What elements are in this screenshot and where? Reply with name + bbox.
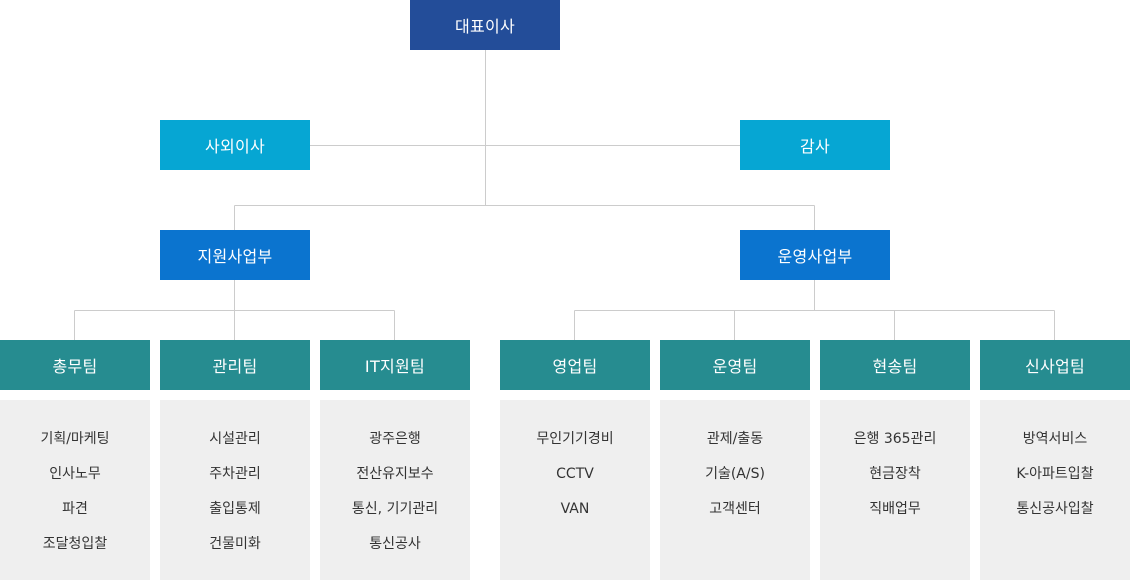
duty-item: 인사노무: [49, 466, 101, 482]
auditor-label: 감사: [799, 137, 831, 156]
duty-item: 현금장착: [869, 466, 921, 482]
duty-panel-sales: 무인기기경비 CCTV VAN: [500, 400, 650, 580]
team-box-sales: 영업팀: [500, 340, 650, 390]
team-label: 신사업팀: [1024, 357, 1086, 376]
duty-panel-new-business: 방역서비스 K-아파트입찰 통신공사입찰: [980, 400, 1130, 580]
duty-item: 시설관리: [209, 431, 261, 447]
duty-item: 통신, 기기관리: [351, 501, 439, 517]
team-label: 운영팀: [712, 357, 758, 376]
team-box-transport: 현송팀: [820, 340, 970, 390]
duty-item: 파견: [62, 501, 88, 517]
outside-director-label: 사외이사: [204, 137, 266, 156]
duty-item: 전산유지보수: [356, 466, 434, 482]
support-division-box: 지원사업부: [160, 230, 310, 280]
team-box-management: 관리팀: [160, 340, 310, 390]
ceo-label: 대표이사: [454, 17, 516, 36]
duty-item: VAN: [560, 501, 590, 517]
team-label: 현송팀: [872, 357, 918, 376]
team-box-operation: 운영팀: [660, 340, 810, 390]
team-box-new-business: 신사업팀: [980, 340, 1130, 390]
team-box-general-affairs: 총무팀: [0, 340, 150, 390]
duty-panel-management: 시설관리 주차관리 출입통제 건물미화: [160, 400, 310, 580]
duty-item: 방역서비스: [1022, 431, 1088, 447]
auditor-box: 감사: [740, 120, 890, 170]
support-division-label: 지원사업부: [197, 247, 273, 266]
duty-panel-it-support: 광주은행 전산유지보수 통신, 기기관리 통신공사: [320, 400, 470, 580]
duty-panel-general-affairs: 기획/마케팅 인사노무 파견 조달청입찰: [0, 400, 150, 580]
duty-panel-operation: 관제/출동 기술(A/S) 고객센터: [660, 400, 810, 580]
team-label: IT지원팀: [364, 357, 426, 376]
operation-division-label: 운영사업부: [777, 247, 853, 266]
duty-item: 주차관리: [209, 466, 261, 482]
duty-item: 출입통제: [209, 501, 261, 517]
duty-item: 관제/출동: [706, 431, 764, 447]
duty-item: CCTV: [556, 466, 594, 482]
team-label: 총무팀: [52, 357, 98, 376]
duty-item: 통신공사: [369, 536, 421, 552]
operation-division-box: 운영사업부: [740, 230, 890, 280]
outside-director-box: 사외이사: [160, 120, 310, 170]
duty-item: 고객센터: [709, 501, 761, 517]
team-label: 관리팀: [212, 357, 258, 376]
duty-item: 광주은행: [369, 431, 421, 447]
duty-item: 직배업무: [869, 501, 921, 517]
duty-item: 기술(A/S): [705, 466, 765, 482]
team-label: 영업팀: [552, 357, 598, 376]
duty-item: 무인기기경비: [536, 431, 614, 447]
ceo-box: 대표이사: [410, 0, 560, 50]
duty-item: 은행 365관리: [853, 431, 937, 447]
duty-item: 통신공사입찰: [1016, 501, 1094, 517]
duty-item: 건물미화: [209, 536, 261, 552]
duty-item: 조달청입찰: [42, 536, 108, 552]
duty-panel-transport: 은행 365관리 현금장착 직배업무: [820, 400, 970, 580]
team-box-it-support: IT지원팀: [320, 340, 470, 390]
duty-item: 기획/마케팅: [40, 431, 110, 447]
duty-item: K-아파트입찰: [1016, 466, 1094, 482]
